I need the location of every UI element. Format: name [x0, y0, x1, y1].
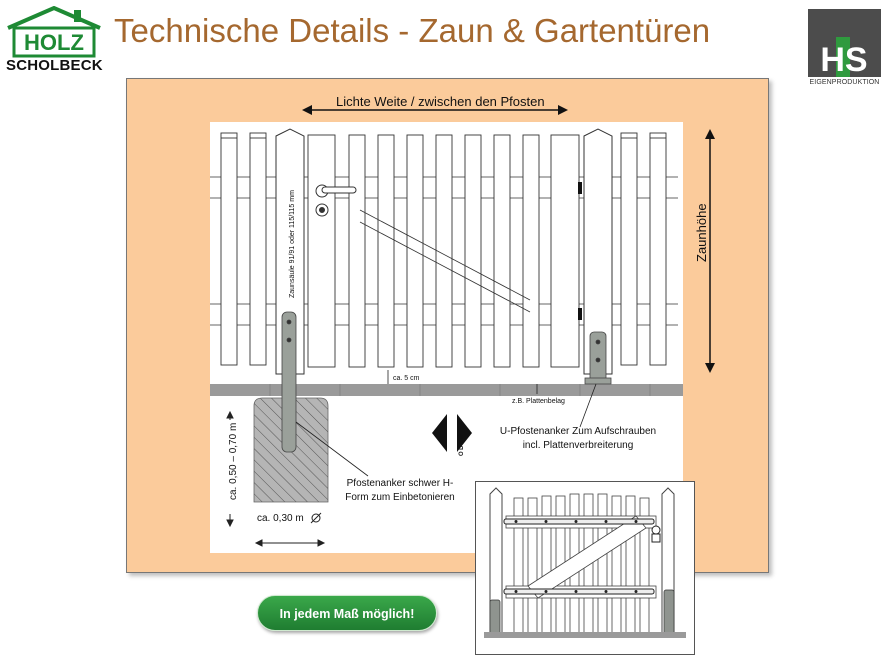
- or-label: ODER: [459, 432, 465, 456]
- eigen-monogram: HS: [820, 41, 867, 77]
- inset-bolts: [514, 520, 638, 593]
- gate-detail-illustration: [484, 487, 686, 638]
- clear-width-arrow: [302, 105, 568, 115]
- foundation-width-label: ca. 0,30 m: [257, 513, 304, 524]
- paving-joints: [269, 384, 651, 396]
- inset-anchors: [489, 589, 675, 635]
- or-double-arrow-icon: [432, 414, 472, 452]
- gate-inset-drawing: [475, 481, 695, 655]
- height-label: Zaunhöhe: [694, 203, 709, 262]
- gate-brace: [359, 209, 531, 313]
- paving-strip: [210, 384, 683, 396]
- gate-posts: [275, 128, 613, 375]
- fence-gate-diagram: [210, 128, 683, 547]
- brand-name: SCHOLBECK: [6, 57, 103, 74]
- height-arrow: [705, 129, 715, 373]
- inset-hinges: [503, 518, 655, 595]
- eigen-logo-text: EIGENPRODUKTION: [808, 77, 881, 88]
- dimension-arrows: [226, 410, 326, 547]
- u-anchor-label: U-Pfostenanker Zum Aufschrauben incl. Pl…: [499, 426, 657, 451]
- heavy-anchor-label: Pfostenanker schwer H-Form zum Einbetoni…: [345, 478, 455, 503]
- clear-width-label: Lichte Weite / zwischen den Pfosten: [336, 94, 545, 109]
- post-label: Zaunsäule 91/91 oder 115/115 mm: [289, 190, 296, 298]
- inset-ground: [484, 632, 686, 638]
- inset-latch-icon: [651, 525, 661, 543]
- gap-label: ca. 5 cm: [393, 375, 420, 382]
- paving-label: z.B. Plattenbelag: [512, 398, 565, 405]
- hinge-icon: [578, 182, 582, 320]
- heavy-post-anchor: [281, 311, 297, 453]
- door-handle-icon: [315, 184, 357, 217]
- u-post-anchor: [584, 331, 612, 385]
- fence-pickets: [220, 132, 667, 368]
- eigenproduktion-logo: HS EIGENPRODUKTION: [808, 9, 881, 88]
- hs-monogram-icon: HS: [820, 37, 868, 79]
- brand-logo-text: HOLZ: [24, 30, 84, 55]
- foundation-depth-label: ca. 0,50 – 0,70 m: [228, 422, 239, 500]
- diameter-icon: [310, 512, 322, 524]
- page-title: Technische Details - Zaun & Gartentüren: [114, 12, 711, 49]
- holz-scholbeck-logo: HOLZ SCHOLBECK: [4, 5, 104, 74]
- any-size-button[interactable]: In jedem Maß möglich!: [257, 595, 437, 631]
- house-logo-icon: HOLZ: [7, 5, 101, 58]
